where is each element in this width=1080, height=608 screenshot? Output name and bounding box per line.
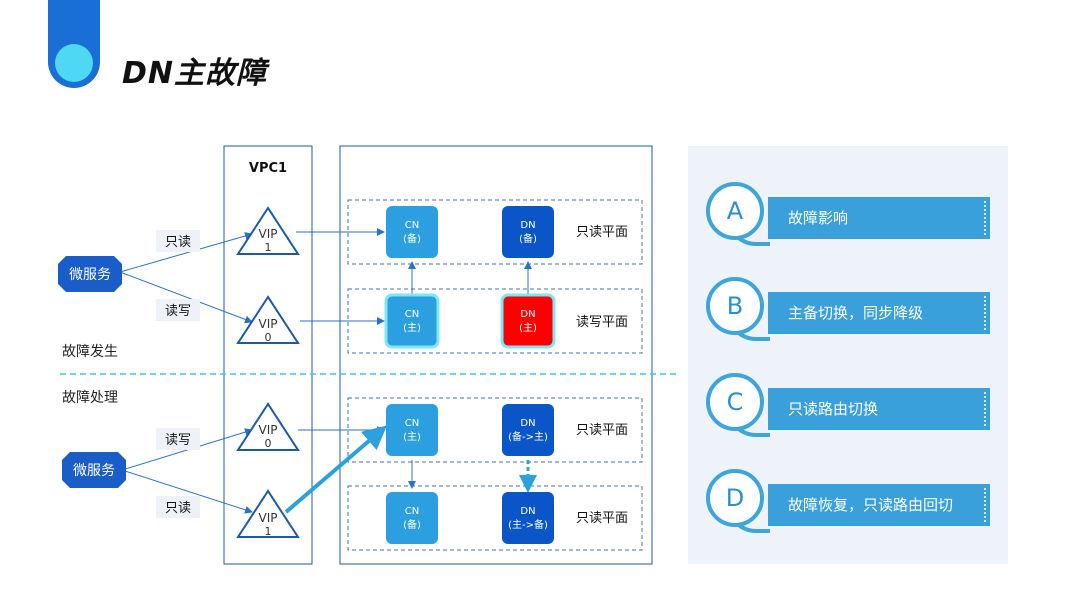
vip-triangle-4 [236, 489, 300, 538]
edge-label-box [156, 299, 200, 321]
step-a: A 故障影响 [706, 182, 996, 252]
cn-node-4 [386, 492, 438, 544]
vip-3-line2: 0 [265, 437, 272, 450]
vip-1-line1: VIP [259, 227, 278, 241]
dn-node-4 [502, 492, 554, 544]
edge-label-box [156, 496, 200, 518]
vip-1-line2: 1 [265, 241, 272, 254]
cn-node-3-role: (主) [403, 431, 421, 443]
dn-node-1-name: DN [520, 220, 535, 231]
step-b-text: 主备切换，同步降级 [768, 292, 990, 334]
cn-node-1-role: (备) [403, 232, 421, 245]
microservice-node-bottom [62, 452, 126, 488]
dn-node-3-role: (备->主) [508, 430, 548, 443]
edge-label-top-rw: 读写 [165, 304, 191, 319]
vpc-label: VPC1 [249, 161, 287, 176]
edge-label-bottom-read: 只读 [165, 501, 191, 516]
step-c-text: 只读路由切换 [768, 388, 990, 430]
cn-node-3 [386, 404, 438, 456]
edge-label-top-read: 只读 [165, 235, 191, 250]
section-fault-handle: 故障处理 [62, 390, 118, 406]
dn-node-2-role: (主) [519, 322, 537, 334]
section-fault-occur: 故障发生 [62, 344, 118, 360]
dn-node-3-name: DN [520, 418, 535, 429]
title-dot-icon [55, 44, 93, 82]
dn-node-2-name: DN [520, 309, 535, 320]
cn-node-2-role: (主) [403, 322, 421, 334]
dn-node-2-fault [500, 293, 556, 349]
plane-box-4 [347, 485, 643, 551]
vip-4-line1: VIP [259, 511, 278, 525]
step-b: B 主备切换，同步降级 [706, 277, 996, 347]
plane-box-2 [347, 288, 643, 354]
cn-node-2-name: CN [405, 309, 419, 320]
plane-label-3: 只读平面 [576, 423, 628, 438]
step-d: D 故障恢复，只读路由回切 [706, 469, 996, 539]
vpc-box [223, 145, 313, 565]
vip-2-line1: VIP [259, 317, 278, 331]
vip-4-line2: 1 [265, 525, 272, 538]
dn-node-4-name: DN [520, 506, 535, 517]
microservice-node-top [58, 256, 122, 292]
cn-node-4-name: CN [405, 506, 419, 517]
vip-triangle-1 [236, 206, 300, 255]
plane-box-3 [347, 397, 643, 463]
step-d-badge: D [706, 469, 764, 527]
microservice-label-bottom: 微服务 [73, 463, 115, 479]
vip-triangle-2 [236, 295, 300, 344]
plane-label-1: 只读平面 [576, 225, 628, 240]
step-c-badge: C [706, 373, 764, 431]
cluster-box [339, 145, 653, 565]
step-a-badge: A [706, 182, 764, 240]
vip-3-line1: VIP [259, 423, 278, 437]
cn-node-2 [384, 293, 440, 349]
edge-label-box [156, 230, 200, 252]
step-b-badge: B [706, 277, 764, 335]
edge-label-bottom-rw: 读写 [165, 433, 191, 448]
dn-node-3 [502, 404, 554, 456]
edge-label-box [156, 428, 200, 450]
cn-node-1-name: CN [405, 220, 419, 231]
vip-triangle-3 [236, 402, 300, 451]
vip-2-line2: 0 [265, 331, 272, 344]
microservice-label-top: 微服务 [69, 267, 111, 283]
plane-label-2: 读写平面 [576, 315, 628, 330]
failover-route-arrow [284, 425, 388, 514]
dn-node-1-role: (备) [519, 232, 537, 245]
plane-box-1 [347, 199, 643, 265]
step-d-text: 故障恢复，只读路由回切 [768, 484, 990, 526]
dn-node-1 [502, 206, 554, 258]
plane-label-4: 只读平面 [576, 511, 628, 526]
cn-node-1 [386, 206, 438, 258]
step-c: C 只读路由切换 [706, 373, 996, 443]
cn-node-3-name: CN [405, 418, 419, 429]
dn-node-4-role: (主->备) [508, 518, 548, 531]
step-a-text: 故障影响 [768, 197, 990, 239]
page-title: DN主故障 [122, 56, 268, 91]
cn-node-4-role: (备) [403, 518, 421, 531]
